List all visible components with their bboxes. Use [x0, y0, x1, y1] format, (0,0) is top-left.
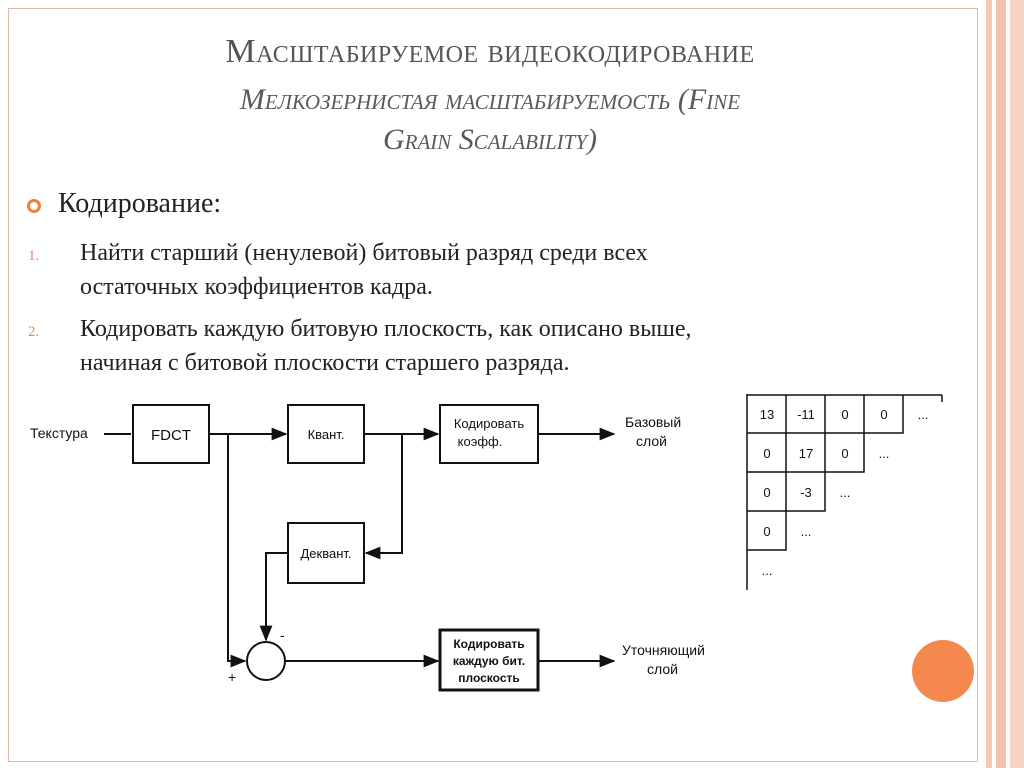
grid-cell: 0 [763, 445, 771, 461]
grid-cell: -11 [797, 406, 815, 422]
enhancement-layer-label: Уточняющий [622, 642, 705, 658]
minus-sign: - [280, 627, 285, 643]
bullet-ring-icon [27, 199, 41, 213]
slide-subtitle: Мелкозернистая масштабируемость (Fine Gr… [60, 80, 920, 160]
grid-cell: 0 [841, 445, 849, 461]
base-layer-label: слой [636, 433, 667, 449]
list-item: Найти старший (ненулевой) битовый разряд… [80, 236, 900, 304]
list-item-line: остаточных коэффициентов кадра. [80, 274, 433, 300]
encode-plane-label: плоскость [458, 671, 520, 685]
grid-lines [746, 394, 943, 590]
grid-cell: ... [878, 445, 890, 461]
grid-cell: ... [800, 523, 812, 539]
slide-title: Масштабируемое видеокодирование [225, 33, 755, 70]
grid-cell: ... [917, 406, 929, 422]
fgs-block-diagram: Текстура FDCT Квант. Кодировать коэфф. Б… [30, 404, 705, 692]
encode-plane-label: каждую бит. [453, 654, 525, 668]
subtitle-line: Мелкозернистая масштабируемость (Fine [239, 83, 741, 116]
arrow [227, 434, 247, 668]
grid-cell: 17 [798, 445, 814, 461]
enhancement-layer-label: слой [647, 661, 678, 677]
adder-circle [246, 641, 286, 681]
grid-cell: 13 [759, 406, 775, 422]
decor-stripe [986, 0, 992, 768]
grid-cell: 0 [763, 523, 771, 539]
bullet-heading: Кодирование: [58, 188, 222, 219]
item-number: 2. [28, 324, 40, 340]
input-label: Текстура [30, 425, 88, 441]
decor-stripe [1010, 0, 1024, 768]
item-number: 1. [28, 248, 40, 264]
grid-cell: 0 [763, 484, 771, 500]
grid-cell: ... [761, 562, 773, 578]
list-item-line: начиная с битовой плоскости старшего раз… [80, 350, 570, 376]
list-item: Кодировать каждую битовую плоскость, как… [80, 312, 900, 380]
slide-frame [8, 8, 978, 762]
grid-cell: 0 [841, 406, 849, 422]
base-layer-label: Базовый [625, 414, 681, 430]
grid-cell: 0 [880, 406, 888, 422]
list-item-line: Найти старший (ненулевой) битовый разряд… [80, 240, 648, 266]
coefficient-grid: 13 -11 0 0 ... 0 17 0 ... 0 -3 ... 0 ...… [746, 394, 946, 594]
encode-plane-label: Кодировать [453, 637, 524, 651]
decor-circle [912, 640, 974, 702]
dequant-label: Деквант. [300, 546, 351, 561]
list-item-line: Кодировать каждую битовую плоскость, как… [80, 316, 692, 342]
arrow [259, 552, 288, 642]
fdct-label: FDCT [151, 427, 191, 444]
quant-label: Квант. [308, 427, 345, 442]
subtitle-line: Grain Scalability) [382, 123, 597, 156]
grid-cell: -3 [800, 484, 812, 500]
plus-sign: + [228, 669, 236, 685]
decor-stripe [996, 0, 1006, 768]
encode-coef-label: коэфф. [458, 434, 503, 449]
grid-cell: ... [839, 484, 851, 500]
arrow [364, 434, 403, 560]
encode-coef-label: Кодировать [454, 416, 524, 431]
